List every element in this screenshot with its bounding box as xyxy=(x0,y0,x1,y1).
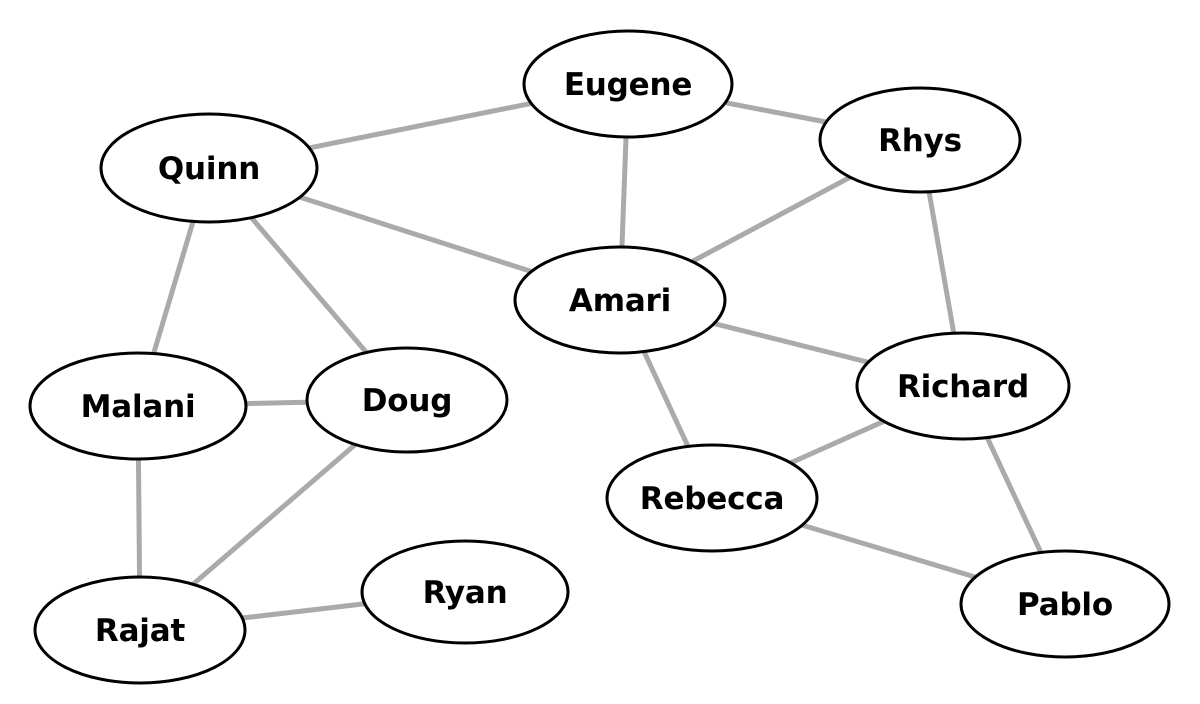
node-label-ryan: Ryan xyxy=(423,575,508,611)
edge-layer xyxy=(135,100,1044,621)
node-label-rhys: Rhys xyxy=(878,123,962,159)
graph-edge-quinn-eugene xyxy=(308,100,532,151)
node-label-quinn: Quinn xyxy=(158,151,260,187)
node-label-rebecca: Rebecca xyxy=(640,481,784,517)
node-label-rajat: Rajat xyxy=(95,613,186,649)
graph-edge-quinn-malani xyxy=(151,220,196,355)
graph-edge-rhys-richard xyxy=(926,191,957,334)
graph-node-doug[interactable]: Doug xyxy=(305,346,509,454)
node-ellipse-rajat[interactable] xyxy=(33,575,247,685)
graph-edge-rajat-ryan xyxy=(241,601,366,621)
node-ellipse-eugene[interactable] xyxy=(522,29,734,139)
node-ellipse-quinn[interactable] xyxy=(99,112,319,224)
graph-edge-malani-doug xyxy=(245,399,308,407)
node-ellipse-rebecca[interactable] xyxy=(605,443,819,553)
node-ellipse-ryan[interactable] xyxy=(360,539,570,645)
graph-edge-quinn-doug xyxy=(249,216,369,355)
node-ellipse-malani[interactable] xyxy=(28,351,248,461)
node-label-pablo: Pablo xyxy=(1017,587,1113,623)
graph-node-quinn[interactable]: Quinn xyxy=(99,112,319,224)
graph-edge-amari-richard xyxy=(713,321,869,365)
graph-node-rebecca[interactable]: Rebecca xyxy=(605,443,819,553)
graph-edge-rhys-amari xyxy=(691,175,852,264)
node-label-richard: Richard xyxy=(897,369,1029,405)
graph-node-richard[interactable]: Richard xyxy=(855,331,1071,441)
graph-edge-doug-rajat xyxy=(191,442,357,587)
node-ellipse-rhys[interactable] xyxy=(818,86,1022,194)
node-label-doug: Doug xyxy=(362,383,453,419)
graph-edge-amari-rebecca xyxy=(641,350,691,448)
graph-edge-malani-rajat xyxy=(135,458,143,578)
graph-node-amari[interactable]: Amari xyxy=(513,245,727,355)
node-ellipse-doug[interactable] xyxy=(305,346,509,454)
node-ellipse-amari[interactable] xyxy=(513,245,727,355)
graph-node-eugene[interactable]: Eugene xyxy=(522,29,734,139)
graph-edge-quinn-amari xyxy=(299,194,533,274)
graph-edge-richard-rebecca xyxy=(789,419,885,466)
graph-edge-eugene-rhys xyxy=(724,100,827,125)
node-label-amari: Amari xyxy=(569,283,671,319)
node-ellipse-pablo[interactable] xyxy=(959,549,1171,659)
node-label-malani: Malani xyxy=(81,389,196,425)
graph-node-rhys[interactable]: Rhys xyxy=(818,86,1022,194)
graph-node-rajat[interactable]: Rajat xyxy=(33,575,247,685)
graph-edge-richard-pablo xyxy=(984,436,1044,554)
graph-edge-eugene-amari xyxy=(619,136,629,248)
graph-node-malani[interactable]: Malani xyxy=(28,351,248,461)
graph-edge-rebecca-pablo xyxy=(801,522,977,580)
node-label-eugene: Eugene xyxy=(564,67,692,103)
node-ellipse-richard[interactable] xyxy=(855,331,1071,441)
graph-node-pablo[interactable]: Pablo xyxy=(959,549,1171,659)
graph-node-ryan[interactable]: Ryan xyxy=(360,539,570,645)
